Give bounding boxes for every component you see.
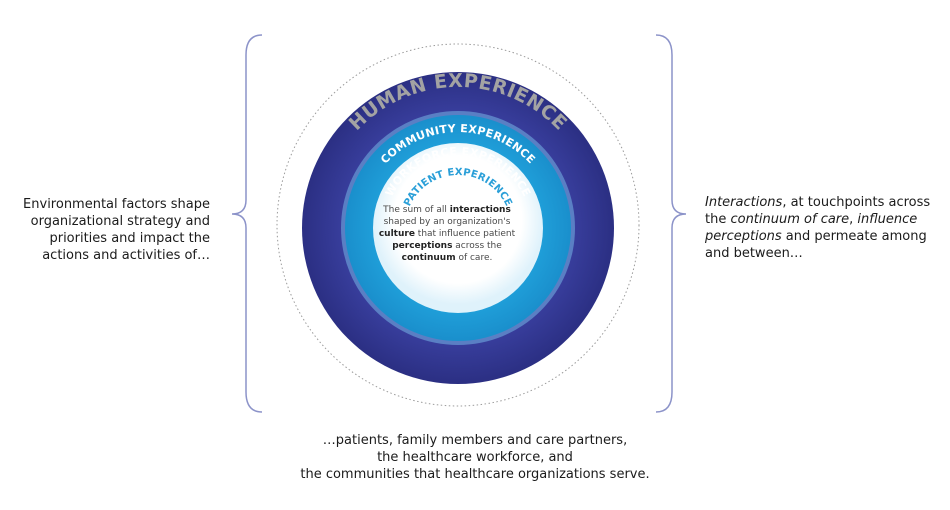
patient-experience-definition: The sum of all interactions shaped by an… xyxy=(378,205,516,263)
stakeholders-line-2: the healthcare workforce, and xyxy=(377,450,573,465)
stakeholders-line-1: …patients, family members and care partn… xyxy=(322,433,628,448)
interactions-text: Interactions, at touchpoints across the … xyxy=(705,195,931,261)
right-bracket xyxy=(655,34,687,413)
keyword-interactions: interactions xyxy=(449,205,511,215)
stakeholders-line-3: the communities that healthcare organiza… xyxy=(300,467,650,482)
keyword-perceptions: perceptions xyxy=(392,241,453,251)
keyword-continuum: continuum xyxy=(401,253,456,263)
left-bracket xyxy=(231,34,263,413)
environmental-factors-text: Environmental factors shape organization… xyxy=(23,197,210,263)
keyword-culture: culture xyxy=(378,229,415,239)
human-experience-ring xyxy=(276,43,640,407)
patient-experience-ring xyxy=(373,143,543,313)
stakeholders-text: …patients, family members and care partn… xyxy=(230,432,720,483)
